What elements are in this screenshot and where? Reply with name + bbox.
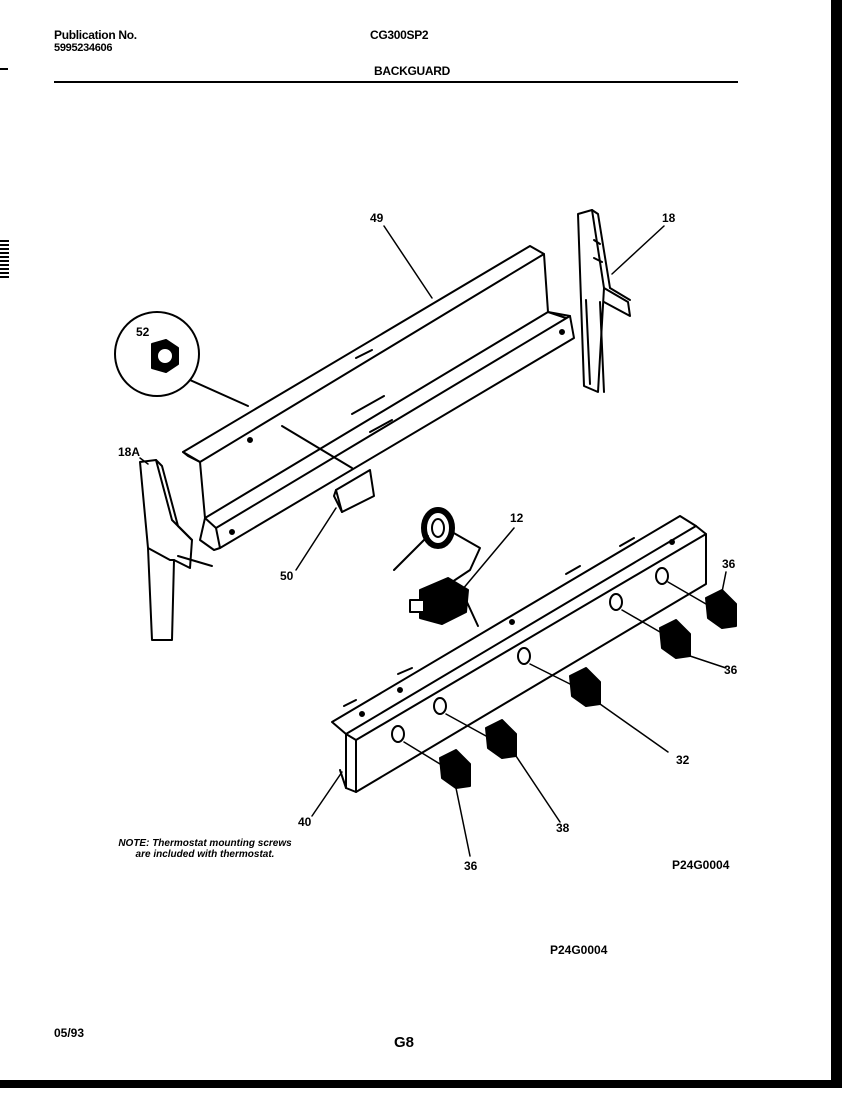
control-knobs	[439, 589, 737, 789]
page-number: G8	[394, 1034, 415, 1051]
header-rule	[54, 81, 738, 83]
page-border-right	[831, 0, 842, 1086]
callout-38: 38	[556, 821, 570, 835]
page-border-bottom	[0, 1080, 842, 1088]
model-number: CG300SP2	[370, 28, 429, 42]
clip	[281, 425, 375, 513]
thermostat	[393, 507, 481, 627]
nut-detail	[114, 311, 249, 407]
callout-18: 18	[662, 211, 676, 225]
thermostat-note: NOTE: Thermostat mounting screws are inc…	[118, 838, 292, 860]
publication-label: Publication No.	[54, 28, 137, 42]
callout-32: 32	[676, 753, 690, 767]
bracket-right	[577, 209, 631, 393]
bracket-left	[139, 459, 213, 641]
control-panel	[331, 515, 707, 793]
callout-36-mid: 36	[724, 663, 738, 677]
side-margin-strip	[0, 240, 9, 278]
callout-36-bottom: 36	[464, 859, 478, 873]
diagram-code-secondary: P24G0004	[550, 943, 608, 957]
leader-lines	[139, 225, 727, 857]
publication-number: 5995234606	[54, 42, 113, 54]
callout-36-top: 36	[722, 557, 736, 571]
callout-49: 49	[370, 211, 384, 225]
footer-date: 05/93	[54, 1026, 85, 1040]
callout-52: 52	[136, 325, 150, 339]
diagram-code: P24G0004	[672, 858, 730, 872]
section-title: BACKGUARD	[374, 64, 450, 78]
callout-12: 12	[510, 511, 524, 525]
callout-50: 50	[280, 569, 294, 583]
callout-18a: 18A	[118, 445, 140, 459]
callout-40: 40	[298, 815, 312, 829]
backguard-panel	[182, 245, 575, 551]
margin-tick	[0, 68, 8, 70]
